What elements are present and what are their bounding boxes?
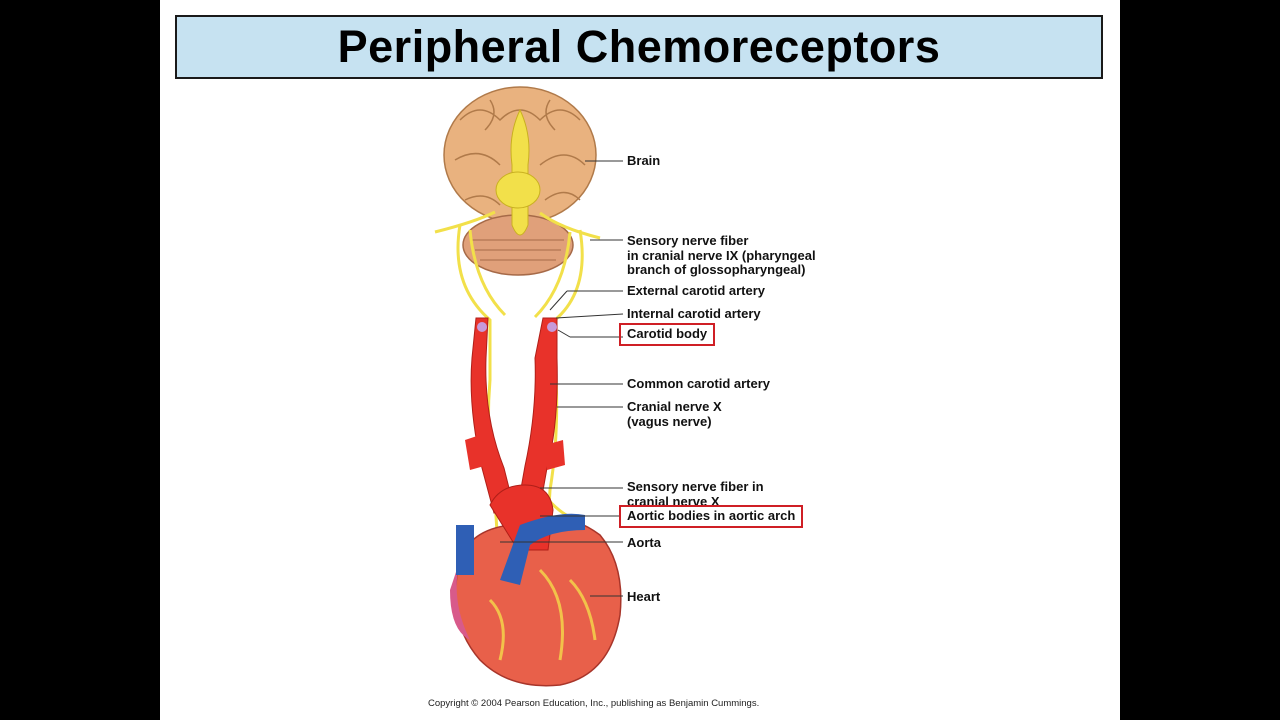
label-sensory-ix-line2: in cranial nerve IX (pharyngeal [627,247,816,263]
label-brain: Brain [627,153,661,168]
label-aortic-bodies-text: Aortic bodies in aortic arch [627,508,796,523]
label-sensory-x-line2: cranial nerve X [627,493,720,509]
label-sensory-ix-line3: branch of glossopharyngeal) [627,262,806,277]
label-carotid-body-text: Carotid body [627,326,708,341]
label-aorta: Aorta [627,535,661,550]
label-carotid-body: Carotid body [619,323,716,346]
brain-illustration [443,86,597,276]
label-common-carotid: Common carotid artery [627,376,771,391]
leader-lines [500,160,624,597]
label-heart: Heart [627,589,661,604]
heart-illustration [450,484,622,687]
label-cranial-x-line1: Cranial nerve X [627,399,722,414]
label-sensory-nerve-x: Sensory nerve fiber in cranial nerve X [627,479,764,509]
label-cranial-nerve-x: Cranial nerve X (vagus nerve) [627,399,722,429]
label-sensory-ix-line1: Sensory nerve fiber [627,233,749,248]
slide: Peripheral Chemoreceptors [160,0,1120,720]
label-sensory-nerve-ix: Sensory nerve fiber in cranial nerve IX … [627,233,816,278]
label-internal-carotid: Internal carotid artery [627,306,761,321]
label-sensory-x-line1: Sensory nerve fiber in [627,479,764,494]
label-aortic-bodies: Aortic bodies in aortic arch [619,505,804,528]
slide-title: Peripheral Chemoreceptors [337,21,941,72]
arteries [465,317,565,514]
anatomy-illustration [434,86,624,687]
label-external-carotid: External carotid artery [627,283,766,298]
copyright-notice: Copyright © 2004 Pearson Education, Inc.… [428,698,760,709]
label-cranial-x-line2: (vagus nerve) [627,413,712,429]
title-bar: Peripheral Chemoreceptors [175,15,1103,79]
